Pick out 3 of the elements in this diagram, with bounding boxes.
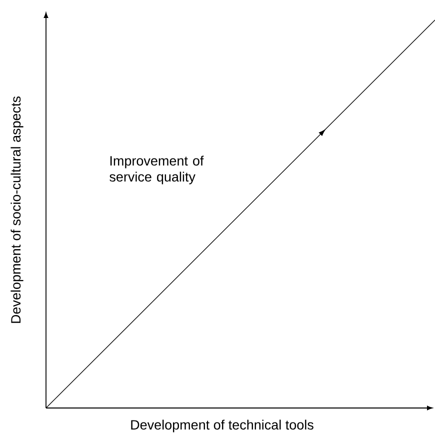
- line-label: Improvement of service quality: [110, 156, 204, 184]
- axis-title: Development of technical tools: [131, 420, 314, 432]
- axis-title: Development of socio-cultural aspects: [10, 96, 24, 323]
